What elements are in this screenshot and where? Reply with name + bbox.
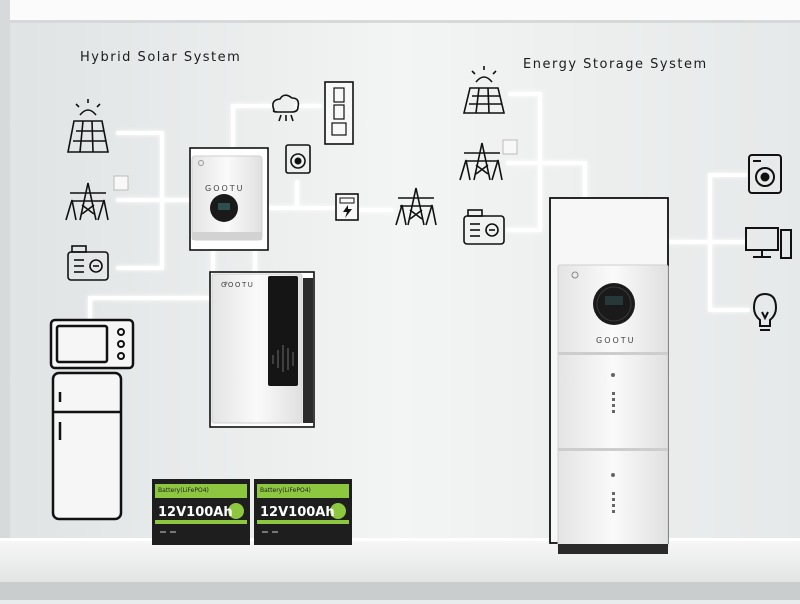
generator-icon	[67, 245, 109, 281]
battery-2-tag: Battery(LiFePO4)	[260, 487, 311, 494]
wiring-lines-left	[88, 104, 394, 324]
battery-brand-logo: GOOTU	[221, 281, 255, 289]
phone-icon	[324, 81, 354, 145]
power-tower-icon	[459, 142, 503, 181]
solar-panel-icon	[67, 99, 109, 153]
battery-1-tag: Battery(LiFePO4)	[158, 487, 209, 494]
washing-machine-icon	[285, 144, 311, 174]
outlet-icon	[502, 139, 518, 155]
battery-display-panel	[268, 276, 298, 386]
cabinet-brand-logo: GOOTU	[596, 336, 636, 345]
power-tower-icon	[65, 182, 109, 221]
energy-storage-title: Energy Storage System	[523, 57, 708, 72]
power-tower-icon	[395, 187, 437, 226]
lifepo4-battery-2	[254, 479, 352, 545]
generator-icon	[463, 209, 505, 245]
outlet-icon	[113, 175, 129, 191]
wiring-lines-right	[506, 92, 750, 312]
ceiling-light-strip	[0, 0, 800, 20]
battery-1-capacity: 12V100Ah	[158, 505, 233, 520]
solar-panel-icon	[462, 66, 506, 114]
hybrid-solar-title: Hybrid Solar System	[80, 50, 242, 65]
battery-2-capacity: 12V100Ah	[260, 505, 335, 520]
washing-machine-icon	[748, 154, 782, 194]
light-bulb-icon	[752, 292, 778, 331]
lifepo4-battery-1	[152, 479, 250, 545]
inverter-brand-logo: GOOTU	[205, 184, 245, 193]
meter-icon	[335, 193, 359, 221]
cloud-icon	[272, 94, 300, 122]
computer-icon	[745, 227, 792, 259]
microwave-icon	[49, 318, 135, 370]
refrigerator-icon	[51, 371, 123, 521]
